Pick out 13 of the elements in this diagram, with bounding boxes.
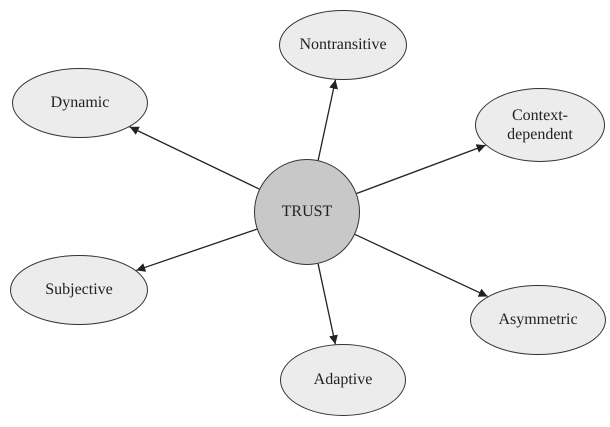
node-label: Dynamic	[50, 93, 110, 113]
arrow	[136, 228, 258, 272]
node-label: TRUST	[282, 202, 332, 222]
arrow	[317, 264, 338, 344]
node-label: Subjective	[45, 280, 113, 300]
node-label: Adaptive	[314, 370, 372, 390]
node-label: Context-dependent	[506, 106, 574, 144]
arrow	[356, 144, 486, 194]
arrow	[318, 80, 338, 160]
arrow	[129, 126, 260, 190]
node-label: Asymmetric	[498, 310, 578, 330]
arrow	[354, 234, 488, 298]
node-label: Nontransitive	[299, 35, 387, 55]
